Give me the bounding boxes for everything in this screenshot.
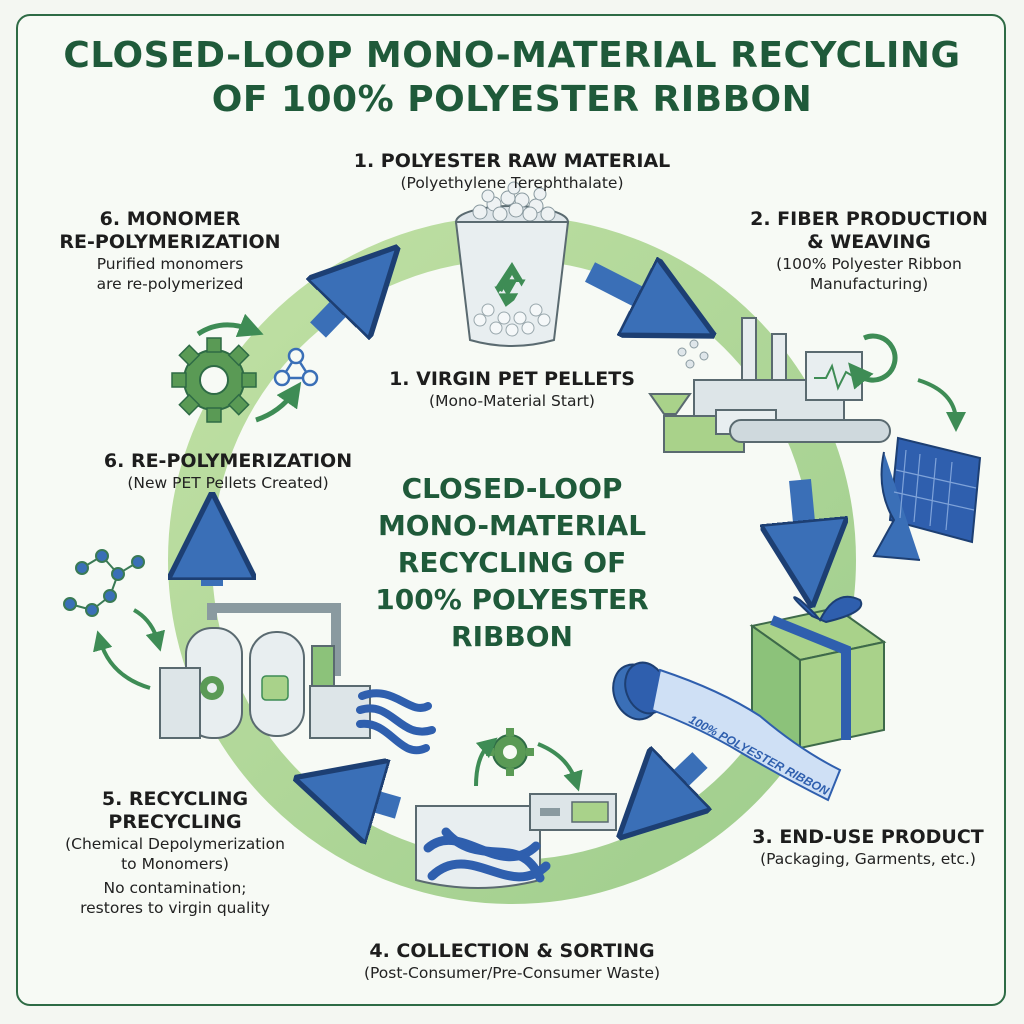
step-recycling-subtitle-1: (Chemical Depolymerization [65, 835, 285, 853]
step-fiber-subtitle-2: Manufacturing) [809, 275, 929, 293]
step-collection: 4. COLLECTION & SORTING (Post-Consumer/P… [312, 940, 712, 983]
center-line-2: MONO-MATERIAL [377, 509, 647, 542]
step-fiber-production: 2. FIBER PRODUCTION & WEAVING (100% Poly… [724, 208, 1014, 294]
step-collection-title: 4. COLLECTION & SORTING [369, 940, 655, 962]
step-recycling-note-1: No contamination; [103, 879, 247, 897]
pellet-bucket [454, 181, 570, 347]
step-monomer-subtitle-1: Purified monomers [96, 255, 244, 273]
step-collection-subtitle: (Post-Consumer/Pre-Consumer Waste) [363, 964, 661, 982]
center-line-5: RIBBON [451, 620, 573, 653]
step-end-use: 3. END-USE PRODUCT (Packaging, Garments,… [728, 826, 1008, 869]
step-fiber-title-1: 2. FIBER PRODUCTION [750, 208, 988, 230]
page-title: CLOSED-LOOP MONO-MATERIAL RECYCLING OF 1… [0, 34, 1024, 122]
center-line-1: CLOSED-LOOP [401, 472, 623, 505]
gear-icon-large [171, 337, 257, 423]
title-line-2: OF 100% POLYESTER RIBBON [211, 79, 813, 120]
step-end-use-title: 3. END-USE PRODUCT [752, 826, 984, 848]
arrow-4-to-5 [336, 790, 402, 808]
reactor-icon [159, 603, 436, 755]
title-line-1: CLOSED-LOOP MONO-MATERIAL RECYCLING [63, 35, 961, 76]
arrow-6-to-1 [318, 278, 368, 330]
step-fiber-subtitle-1: (100% Polyester Ribbon [776, 255, 962, 273]
arrow-2-to-3 [800, 478, 808, 564]
factory-icon [648, 317, 966, 453]
step-recycling-note-2: restores to virgin quality [80, 899, 270, 917]
step-raw-material-title: 1. POLYESTER RAW MATERIAL [353, 150, 671, 172]
step-repoly-subtitle: (New PET Pellets Created) [127, 474, 329, 492]
center-line-4: 100% POLYESTER [375, 583, 649, 616]
cycle-arrows [212, 272, 808, 808]
step-monomer-title-1: 6. MONOMER [99, 208, 241, 230]
step-recycling-title-1: 5. RECYCLING [101, 788, 249, 810]
gear-icon [486, 728, 534, 776]
step-recycling-subtitle-2: to Monomers) [121, 855, 229, 873]
sorting-bin-icon [415, 728, 617, 889]
center-title: CLOSED-LOOP MONO-MATERIAL RECYCLING OF 1… [352, 470, 672, 655]
molecule-icon [63, 549, 145, 617]
arrow-3-to-4 [650, 760, 700, 808]
step-repoly-title: 6. RE-POLYMERIZATION [103, 450, 353, 472]
arrow-1-to-2 [584, 272, 676, 316]
step-repolymerization: 6. RE-POLYMERIZATION (New PET Pellets Cr… [78, 450, 378, 493]
center-line-3: RECYCLING OF [397, 546, 627, 579]
step-monomer-title-2: RE-POLYMERIZATION [59, 231, 281, 253]
step-end-use-subtitle: (Packaging, Garments, etc.) [760, 850, 976, 868]
step-recycling: 5. RECYCLING PRECYCLING (Chemical Depoly… [30, 788, 320, 918]
ribbon-roll-icon [872, 436, 982, 561]
step-recycling-title-2: PRECYCLING [108, 811, 242, 833]
recycle-icon [494, 262, 526, 307]
step-fiber-title-2: & WEAVING [807, 231, 931, 253]
step-virgin-pellets-subtitle: (Mono-Material Start) [429, 392, 595, 410]
molecule-icon-small [273, 347, 319, 387]
step-virgin-pellets-title: 1. VIRGIN PET PELLETS [389, 368, 635, 390]
step-virgin-pellets: 1. VIRGIN PET PELLETS (Mono-Material Sta… [362, 368, 662, 411]
step-raw-material-subtitle: (Polyethylene Terephthalate) [400, 174, 624, 192]
step-raw-material: 1. POLYESTER RAW MATERIAL (Polyethylene … [312, 150, 712, 193]
step-monomer-subtitle-2: are re-polymerized [96, 275, 244, 293]
step-monomer: 6. MONOMER RE-POLYMERIZATION Purified mo… [40, 208, 300, 294]
